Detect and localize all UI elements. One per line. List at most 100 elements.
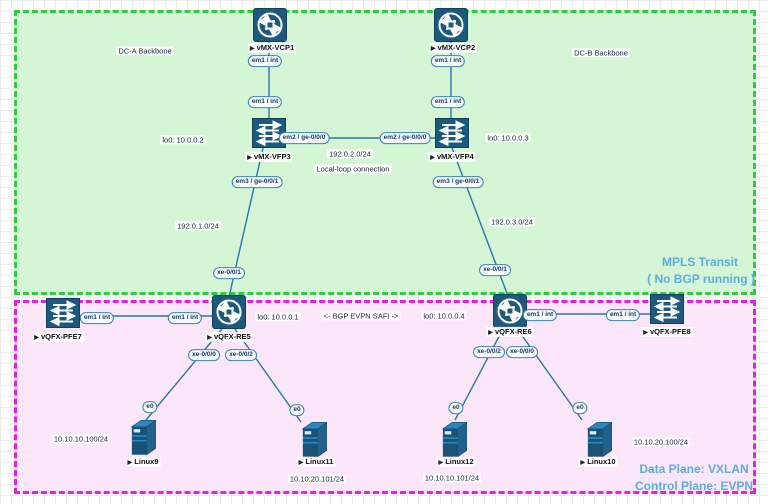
node-label-text: vQFX-RE5 [214,331,251,341]
port-re5-em1: em1 / int [167,312,203,324]
no-bgp-running-label: ( No BGP running ) [647,271,755,286]
port-vfp4-em3: em3 / ge-0/0/1 [432,176,484,188]
ip-linux11: 10.10.20.101/24 [287,474,347,484]
node-label-linux10: ▶ Linux10 [578,456,618,468]
node-vmx-vfp4[interactable] [435,118,469,148]
node-state-triangle: ▶ [34,334,39,341]
backbone-region [14,10,756,295]
port-vcp2-em1: em1 / int [430,55,466,67]
node-state-triangle: ▶ [438,459,444,466]
port-re6-xe000: xe-0/0/0 [506,346,538,358]
node-label-linux11: ▶ Linux11 [296,456,336,468]
node-label-text: vQFX-PFE7 [40,331,82,341]
node-vmx-vcp1[interactable] [253,8,287,42]
node-label-text: Linux10 [587,456,616,466]
loopback-re5: lo0: 10.0.0.1 [255,312,301,322]
port-linux10-e0: e0 [572,402,588,414]
port-linux11-e0: e0 [289,404,305,416]
subnet-vfp-link: 192.0.2.0/24 [327,149,373,159]
port-re5-xe001: xe-0/0/1 [213,267,245,279]
node-state-triangle: ▶ [298,459,304,466]
node-state-triangle: ▶ [207,334,212,341]
node-label-vqfx-pfe7: ▶ vQFX-PFE7 [32,331,84,343]
node-state-triangle: ▶ [249,45,255,52]
link-re6-linux12 [454,326,505,421]
router-icon [212,295,246,329]
dc-b-backbone-label: DC-B Backbone [572,48,630,58]
node-label-vqfx-pfe8: ▶ vQFX-PFE8 [641,326,693,338]
port-re6-em1: em1 / int [522,309,558,321]
node-linux10[interactable] [586,420,612,460]
switch-icon [435,118,469,148]
node-label-text: vQFX-RE6 [495,326,532,336]
link-re6-linux10 [515,326,583,421]
dc-a-backbone-label: DC-A Backbone [116,46,174,56]
port-re6-xe001: xe-0/0/1 [479,264,511,276]
node-state-triangle: ▶ [580,459,586,466]
port-vfp3-em1: em1 / int [247,96,283,108]
node-label-vqfx-re6: ▶ vQFX-RE6 [486,326,534,338]
port-vfp3-em2: em2 / ge-0/0/0 [278,132,330,144]
server-icon [130,418,156,458]
node-state-triangle: ▶ [430,45,436,52]
node-label-vmx-vcp1: ▶ vMX-VCP1 [247,42,297,54]
node-label-linux9: ▶ Linux9 [125,456,161,468]
server-icon [441,420,467,460]
port-re5-xe000: xe-0/0/0 [188,349,220,361]
server-icon [586,420,612,460]
node-linux9[interactable] [130,418,156,458]
node-vmx-vcp2[interactable] [434,8,468,42]
switch-icon [650,294,684,324]
node-label-text: vQFX-PFE8 [649,326,691,336]
port-vfp3-em3: em3 / ge-0/0/1 [231,176,283,188]
control-plane-evpn-label: Control Plane: EVPN [634,478,754,493]
router-icon [434,8,468,42]
node-label-text: Linux11 [305,456,334,466]
node-state-triangle: ▶ [488,329,493,336]
loopback-re6: lo0: 10.0.0.4 [421,311,467,321]
ip-linux10: 10.10.20.100/24 [631,437,691,447]
bgp-evpn-safi-label: <- BGP EVPN SAFI -> [321,311,401,321]
node-state-triangle: ▶ [430,154,435,161]
port-vfp4-em2: em2 / ge-0/0/0 [379,132,431,144]
node-label-vmx-vfp3: ▶ vMX-VFP3 [245,151,293,163]
node-vqfx-re6[interactable] [493,294,527,328]
node-label-text: Linux12 [445,456,474,466]
node-linux12[interactable] [441,420,467,460]
node-vqfx-re5[interactable] [212,295,246,329]
local-loop-connection-label: Local-loop connection [314,164,392,174]
node-linux11[interactable] [301,420,327,460]
switch-icon [46,298,80,328]
router-icon [493,294,527,328]
subnet-dca-link: 192.0.1.0/24 [175,221,221,231]
port-linux9-e0: e0 [142,401,158,413]
port-re5-xe002: xe-0/0/2 [225,349,257,361]
server-icon [301,420,327,460]
loopback-vfp4: lo0: 10.0.0.3 [485,133,531,143]
link-re5-linux9 [145,328,223,421]
node-label-vqfx-re5: ▶ vQFX-RE5 [205,331,253,343]
node-label-text: vMX-VCP1 [256,42,295,52]
node-label-vmx-vcp2: ▶ vMX-VCP2 [428,42,478,54]
router-icon [253,8,287,42]
node-state-triangle: ▶ [127,459,133,466]
node-label-text: vMX-VFP3 [254,151,291,161]
mpls-transit-label: MPLS Transit [661,254,739,269]
data-plane-vxlan-label: Data Plane: VXLAN [639,461,749,476]
port-re6-xe002: xe-0/0/2 [473,346,505,358]
ip-linux12: 10.10.10.101/24 [422,473,482,483]
node-label-text: Linux9 [134,456,159,466]
port-pfe8-em1: em1 / int [605,309,641,321]
port-vcp1-em1: em1 / int [247,55,283,67]
port-vfp4-em1: em1 / int [430,96,466,108]
port-pfe7-em1: em1 / int [79,312,115,324]
node-label-linux12: ▶ Linux12 [436,456,476,468]
node-label-text: vMX-VCP2 [437,42,476,52]
node-vqfx-pfe7[interactable] [46,298,80,328]
ip-linux9: 10.10.10.100/24 [51,434,111,444]
node-state-triangle: ▶ [247,154,252,161]
node-vqfx-pfe8[interactable] [650,294,684,324]
loopback-vfp3: lo0: 10.0.0.2 [160,135,206,145]
